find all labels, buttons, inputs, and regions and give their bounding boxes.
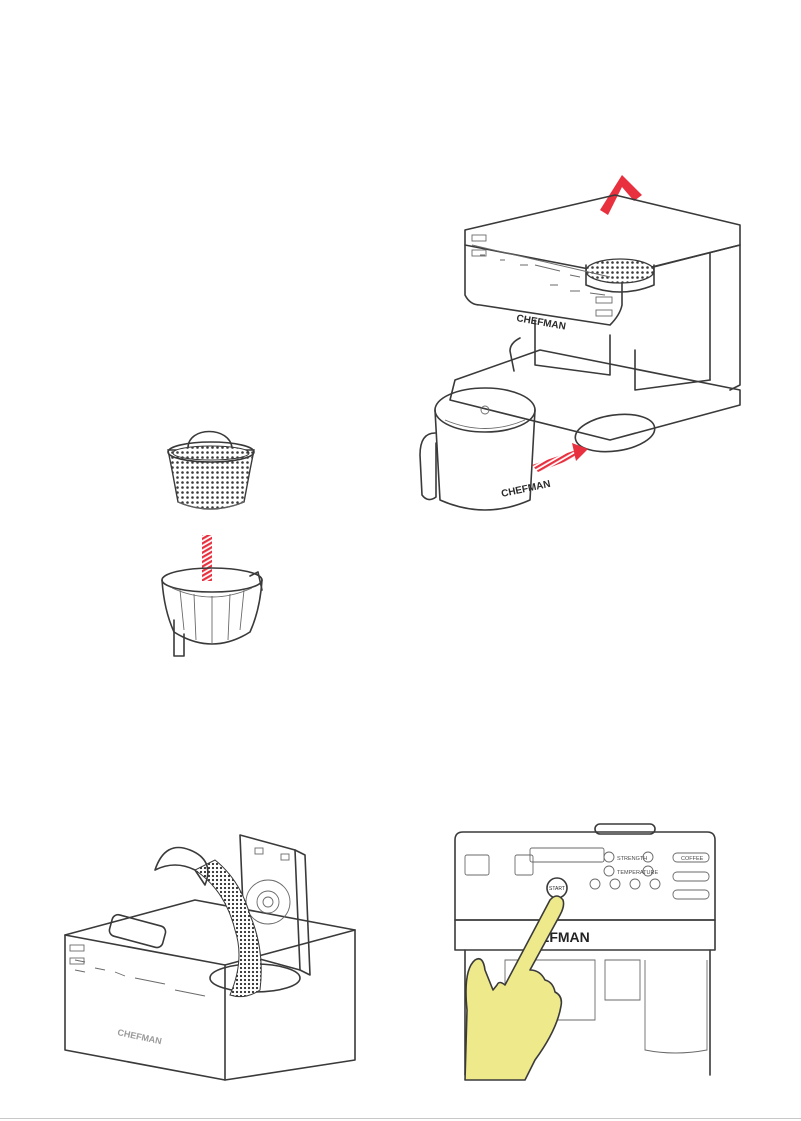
thermal-carafe: CHEFMAN [420, 388, 552, 510]
machine-brand-label: CHEFMAN [515, 313, 566, 333]
coffee-grounds-stream [155, 848, 261, 997]
mesh-filter-basket [168, 432, 254, 510]
pointing-hand-icon [465, 896, 564, 1080]
machine-brand-label-2: CHEFMAN [117, 1027, 163, 1046]
pour-grounds-illustration: CHEFMAN [55, 830, 365, 1085]
coffee-label: COFFEE [681, 856, 704, 862]
temperature-label: TEMPERATURE [617, 870, 658, 876]
insert-arrow-icon [202, 535, 212, 581]
coffee-maker-body: CHEFMAN [450, 195, 740, 456]
start-button[interactable]: START [547, 878, 567, 898]
lift-lid-arrow-icon [600, 175, 642, 215]
strength-label: STRENGTH [617, 856, 647, 862]
start-button-label: START [549, 886, 565, 892]
filter-basket-illustration [150, 420, 280, 665]
filter-holder [162, 568, 262, 656]
press-start-illustration: STRENGTH TEMPERATURE COFFEE START EFMAN [445, 820, 720, 1085]
page-bottom-rule [0, 1118, 801, 1119]
carafe-brand-label: CHEFMAN [500, 479, 551, 500]
coffee-maker-carafe-illustration: CHEFMAN CHEFMAN [410, 165, 755, 525]
